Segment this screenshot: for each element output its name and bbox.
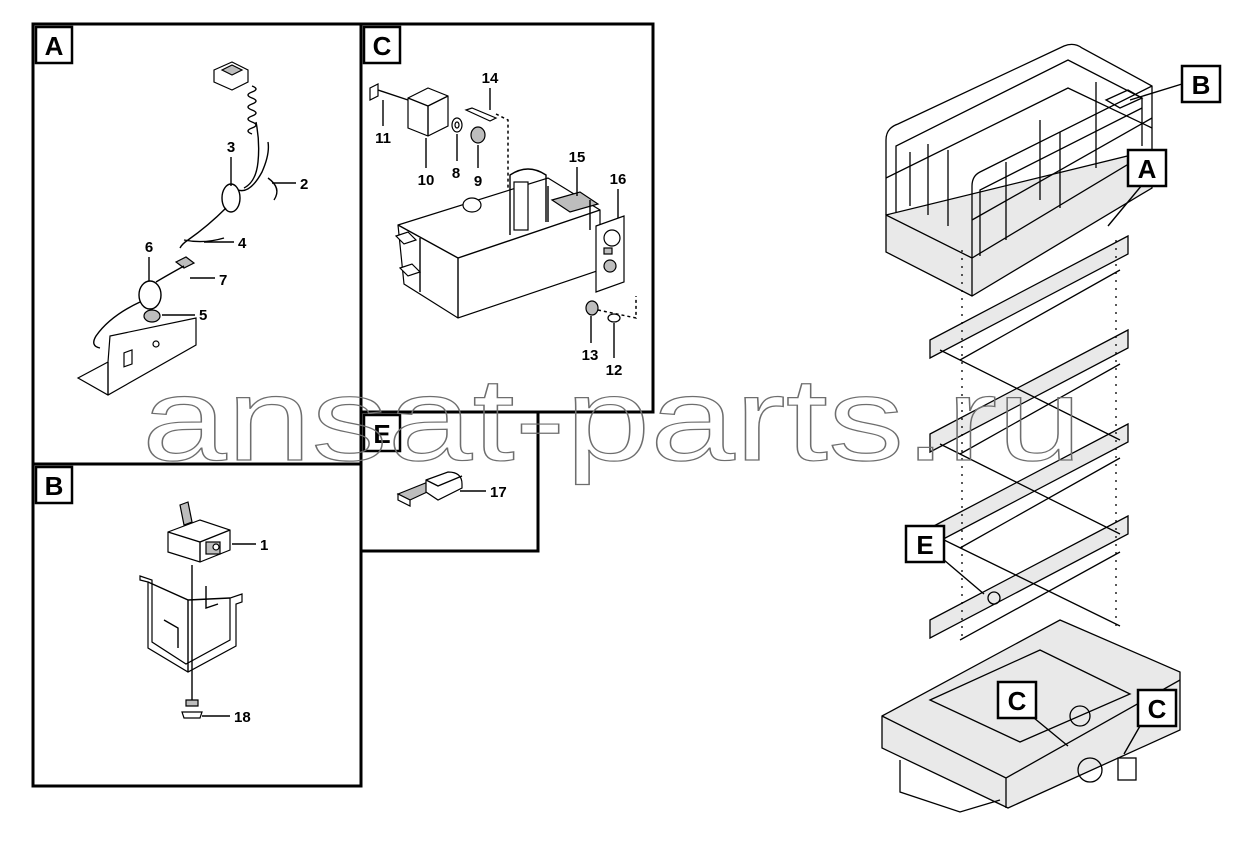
- panel-c-tag: C: [362, 25, 402, 65]
- panel-e-frame: [361, 410, 540, 553]
- part-number-6: 6: [145, 239, 153, 256]
- panel-b-tag: B: [34, 465, 74, 505]
- lift-callout-c-left-label: C: [1008, 686, 1027, 716]
- lift-callout-a-label: A: [1138, 154, 1157, 184]
- part-number-5: 5: [199, 307, 207, 324]
- part-number-17: 17: [490, 484, 507, 501]
- lift-callout-b: B: [1129, 64, 1222, 104]
- panel-e-labels: 17: [460, 484, 507, 501]
- panel-b-drawing: [139, 501, 243, 719]
- panel-b-frame: [31, 462, 363, 788]
- panel-a-label: A: [45, 31, 64, 61]
- part-number-7: 7: [219, 272, 227, 289]
- lift-callout-c-left: C: [996, 680, 1069, 747]
- panel-e-tag: E: [362, 413, 402, 453]
- panel-c-label: C: [373, 31, 392, 61]
- panel-b-labels: 1 18: [202, 537, 268, 726]
- part-number-2: 2: [300, 176, 308, 193]
- panel-c-labels: 14 11 10 8 9 15 16 13 12: [375, 70, 626, 379]
- part-number-14: 14: [482, 70, 499, 87]
- lift-callout-b-label: B: [1192, 70, 1211, 100]
- panel-b-label: B: [45, 471, 64, 501]
- part-number-12: 12: [606, 362, 623, 379]
- panel-e-drawing: [396, 471, 463, 507]
- part-number-16: 16: [610, 171, 627, 188]
- panel-a-drawing: [76, 61, 278, 396]
- part-number-8: 8: [452, 165, 460, 182]
- part-number-9: 9: [474, 173, 482, 190]
- panel-a-labels: 3 2 4 6 7 5: [145, 139, 309, 324]
- watermark-text: ansat-parts.ru: [142, 354, 1082, 486]
- part-number-15: 15: [569, 149, 586, 166]
- part-number-11: 11: [375, 130, 391, 147]
- part-number-13: 13: [582, 347, 599, 364]
- panel-a-tag: A: [34, 25, 74, 65]
- lift-callout-e: E: [904, 524, 985, 595]
- part-number-1: 1: [260, 537, 268, 554]
- part-number-4: 4: [238, 235, 247, 252]
- panel-c-drawing: [369, 83, 637, 323]
- lift-callout-c-right: C: [1123, 688, 1178, 755]
- lift-callout-a: A: [1107, 148, 1168, 227]
- panel-e-label: E: [373, 419, 390, 449]
- part-number-3: 3: [227, 139, 235, 156]
- lift-callout-e-label: E: [916, 530, 933, 560]
- part-number-18: 18: [234, 709, 251, 726]
- lift-callout-c-right-label: C: [1148, 694, 1167, 724]
- part-number-10: 10: [418, 172, 435, 189]
